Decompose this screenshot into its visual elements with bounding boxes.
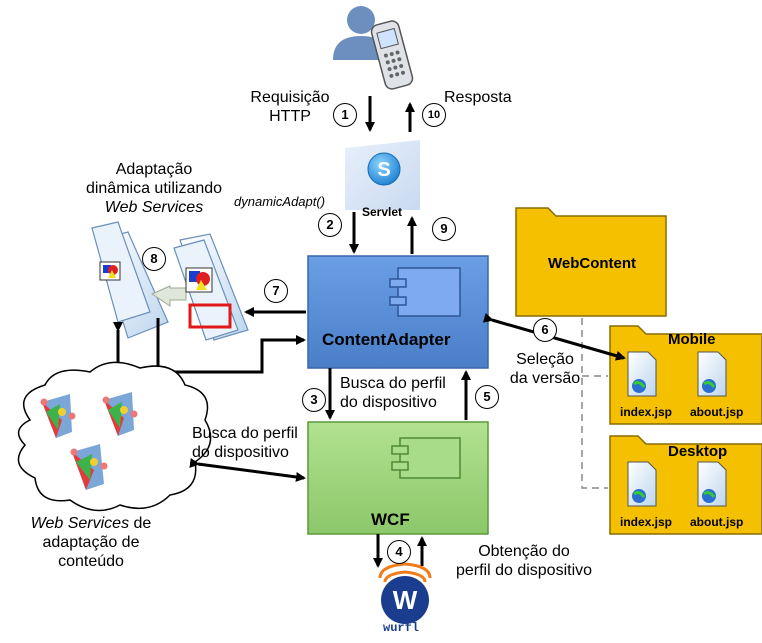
wcf-box	[307, 421, 489, 535]
web-service-icon-3	[70, 444, 108, 490]
svg-text:W: W	[393, 585, 418, 615]
document-original-icon	[91, 221, 169, 339]
web-service-icon-1	[40, 394, 76, 438]
desktop-about-file-label: about.jsp	[690, 515, 744, 529]
jsp-file-icon	[697, 351, 727, 397]
step-badge-6: 6	[533, 318, 557, 342]
arrow-cloud-wcf	[189, 457, 306, 482]
step-badge-4: 4	[387, 540, 411, 564]
desktop-folder-icon	[609, 435, 762, 535]
web-services-note: Web Services de adaptação de conteúdo	[30, 515, 152, 570]
wcf-title: WCF	[371, 510, 410, 529]
mobile-index-file-label: index.jsp	[620, 405, 673, 419]
jsp-file-icon	[627, 461, 657, 507]
web-service-icon-2	[102, 392, 138, 436]
wurfl-label: wurfl	[383, 621, 420, 635]
svg-text:S: S	[377, 159, 390, 181]
step-badge-8: 8	[142, 247, 166, 271]
arrow-documents-to-adapter	[156, 318, 306, 374]
servlet-label: Servlet	[362, 205, 403, 219]
content-adapter-box	[307, 255, 489, 369]
desktop-index-file-label: index.jsp	[620, 515, 673, 529]
desktop-folder-label: Desktop	[668, 443, 728, 460]
arrow-adapter-mobile	[482, 312, 626, 361]
web-services-cloud	[17, 361, 212, 512]
user-phone-icon	[333, 6, 414, 90]
step-badge-7: 7	[264, 279, 288, 303]
wurfl-logo: W	[378, 562, 432, 624]
step-badge-10: 10	[422, 103, 446, 127]
step-badge-3: 3	[302, 388, 326, 412]
adaptation-arrow-icon	[150, 285, 187, 307]
dynamic-adaptation-label: Adaptação dinâmica utilizando Web Servic…	[85, 161, 223, 216]
servlet-icon: S	[345, 140, 420, 210]
response-label: Resposta	[444, 89, 512, 106]
webcontent-folder-label: WebContent	[548, 255, 637, 272]
step-badge-2: 2	[318, 213, 342, 237]
mobile-about-file-label: about.jsp	[690, 405, 744, 419]
folder-tree-connector	[581, 318, 608, 489]
step-badge-9: 9	[432, 217, 456, 241]
mobile-folder-label: Mobile	[668, 331, 716, 348]
step-badge-5: 5	[475, 385, 499, 409]
content-adapter-title: ContentAdapter	[322, 330, 451, 349]
jsp-file-icon	[627, 351, 657, 397]
dynamic-adapt-label: dynamicAdapt()	[234, 194, 326, 209]
document-adapted-icon	[173, 233, 249, 341]
jsp-file-icon	[697, 461, 727, 507]
step-badge-1: 1	[333, 103, 357, 127]
